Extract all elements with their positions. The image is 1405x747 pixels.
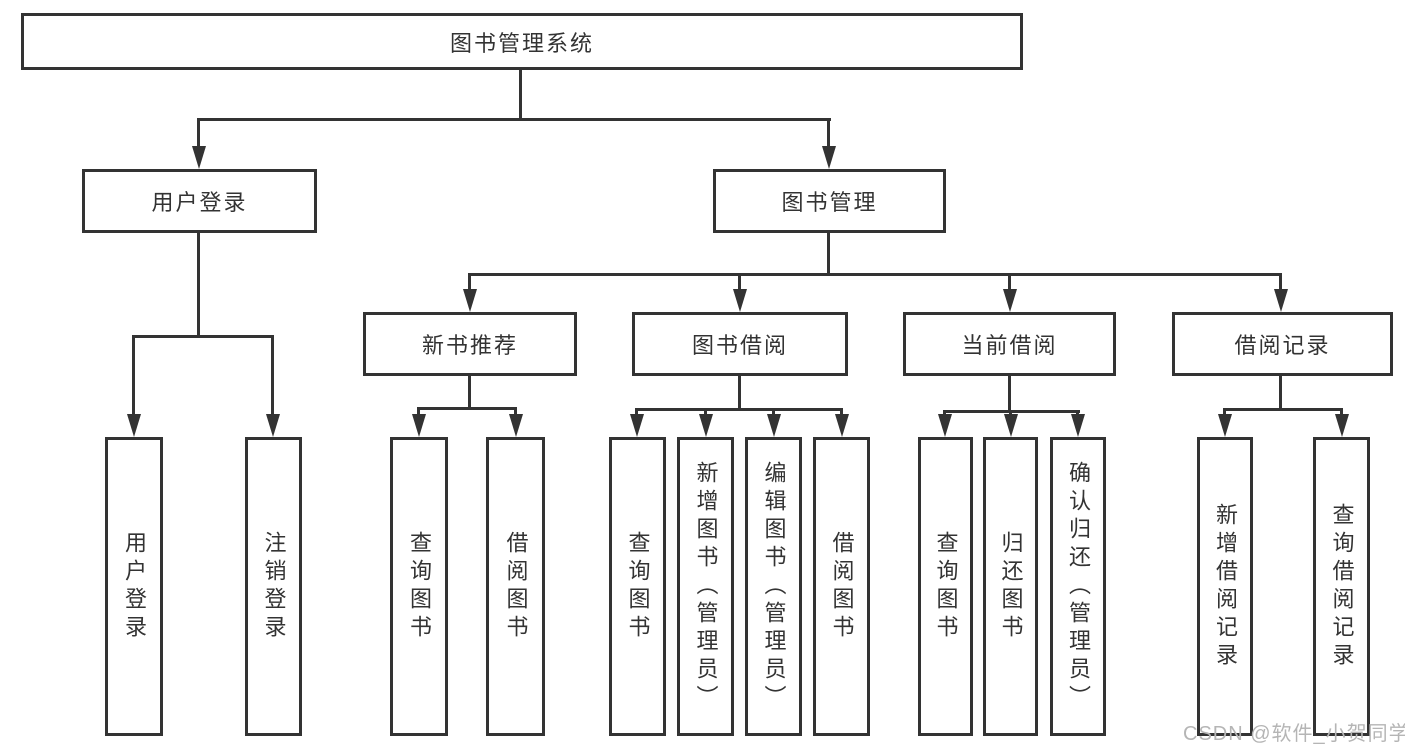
arrow-down — [938, 414, 952, 437]
connector-vline — [1279, 376, 1282, 408]
node-user-login-label: 用户登录 — [151, 190, 248, 215]
leaf-query-borrow-record-label: 查询借阅记录 — [1329, 502, 1355, 671]
connector-vline — [468, 376, 471, 407]
connector-vline — [197, 233, 200, 335]
connector-vline — [1340, 408, 1343, 414]
connector-vline — [738, 376, 741, 408]
leaf-borrow-book-1-label: 借阅图书 — [503, 530, 529, 643]
connector-vline — [1009, 410, 1012, 414]
arrow-down — [1218, 414, 1232, 437]
connector-hline — [468, 273, 1282, 276]
node-book-management: 图书管理 — [713, 169, 946, 233]
node-user-login: 用户登录 — [82, 169, 317, 233]
connector-vline — [635, 408, 638, 414]
connector-hline — [132, 335, 274, 338]
connector-vline — [738, 273, 741, 290]
leaf-user-login: 用户登录 — [105, 437, 163, 736]
leaf-add-book-admin: 新增图书（管理员） — [677, 437, 734, 736]
leaf-query-book-2: 查询图书 — [609, 437, 666, 736]
arrow-down — [1335, 414, 1349, 437]
connector-vline — [519, 70, 522, 118]
connector-vline — [1076, 410, 1079, 414]
node-book-management-label: 图书管理 — [781, 190, 878, 215]
watermark: CSDN @软件_小贺同学 — [1183, 723, 1405, 745]
arrow-down — [1004, 414, 1018, 437]
connector-vline — [943, 410, 946, 414]
node-book-borrow-label: 图书借阅 — [691, 333, 788, 358]
leaf-add-book-admin-label: 新增图书（管理员） — [693, 460, 719, 713]
connector-vline — [132, 335, 135, 414]
leaf-borrow-book-1: 借阅图书 — [486, 437, 545, 736]
connector-vline — [840, 408, 843, 414]
arrow-down — [767, 414, 781, 437]
leaf-query-book-2-label: 查询图书 — [625, 530, 651, 643]
arrow-down — [733, 289, 747, 312]
node-borrow-records: 借阅记录 — [1172, 312, 1393, 376]
leaf-query-borrow-record: 查询借阅记录 — [1313, 437, 1370, 736]
leaf-logout-label: 注销登录 — [261, 530, 287, 643]
connector-vline — [827, 233, 830, 273]
leaf-borrow-book-2-label: 借阅图书 — [829, 530, 855, 643]
leaf-logout: 注销登录 — [245, 437, 302, 736]
node-borrow-records-label: 借阅记录 — [1234, 333, 1331, 358]
connector-vline — [1008, 273, 1011, 290]
leaf-query-book-1: 查询图书 — [390, 437, 448, 736]
node-current-borrow: 当前借阅 — [903, 312, 1116, 376]
node-root-label: 图书管理系统 — [449, 30, 594, 56]
connector-vline — [1279, 273, 1282, 290]
connector-vline — [772, 408, 775, 414]
arrow-down — [630, 414, 644, 437]
connector-vline — [271, 335, 274, 414]
leaf-user-login-label: 用户登录 — [122, 530, 147, 643]
connector-vline — [827, 118, 830, 147]
connector-hline — [1223, 408, 1343, 411]
arrow-down — [1003, 289, 1017, 312]
leaf-add-borrow-record: 新增借阅记录 — [1197, 437, 1253, 736]
leaf-add-borrow-record-label: 新增借阅记录 — [1213, 502, 1238, 671]
arrow-down — [266, 414, 280, 437]
leaf-return-book: 归还图书 — [983, 437, 1038, 736]
connector-hline — [197, 118, 831, 121]
node-new-book-recommend: 新书推荐 — [363, 312, 577, 376]
leaf-edit-book-admin: 编辑图书（管理员） — [745, 437, 802, 736]
arrow-down — [412, 414, 426, 437]
connector-vline — [197, 118, 200, 147]
leaf-confirm-return-admin: 确认归还（管理员） — [1050, 437, 1106, 736]
leaf-query-book-1-label: 查询图书 — [407, 530, 432, 643]
arrow-down — [127, 414, 141, 437]
leaf-query-book-3-label: 查询图书 — [933, 530, 959, 643]
connector-vline — [514, 407, 517, 414]
leaf-query-book-3: 查询图书 — [918, 437, 973, 736]
node-new-book-recommend-label: 新书推荐 — [421, 333, 518, 358]
arrow-down — [835, 414, 849, 437]
leaf-confirm-return-admin-label: 确认归还（管理员） — [1066, 460, 1091, 713]
connector-hline — [635, 408, 843, 411]
arrow-down — [822, 146, 836, 169]
connector-vline — [417, 407, 420, 414]
node-book-borrow: 图书借阅 — [632, 312, 848, 376]
arrow-down — [1071, 414, 1085, 437]
node-root: 图书管理系统 — [21, 13, 1023, 70]
connector-vline — [704, 408, 707, 414]
arrow-down — [463, 289, 477, 312]
connector-hline — [417, 407, 517, 410]
connector-vline — [1223, 408, 1226, 414]
connector-vline — [468, 273, 471, 290]
node-current-borrow-label: 当前借阅 — [961, 333, 1058, 358]
arrow-down — [699, 414, 713, 437]
leaf-return-book-label: 归还图书 — [998, 530, 1024, 643]
leaf-edit-book-admin-label: 编辑图书（管理员） — [761, 460, 787, 713]
arrow-down — [192, 146, 206, 169]
connector-vline — [1008, 376, 1011, 410]
arrow-down — [1274, 289, 1288, 312]
leaf-borrow-book-2: 借阅图书 — [813, 437, 870, 736]
arrow-down — [509, 414, 523, 437]
